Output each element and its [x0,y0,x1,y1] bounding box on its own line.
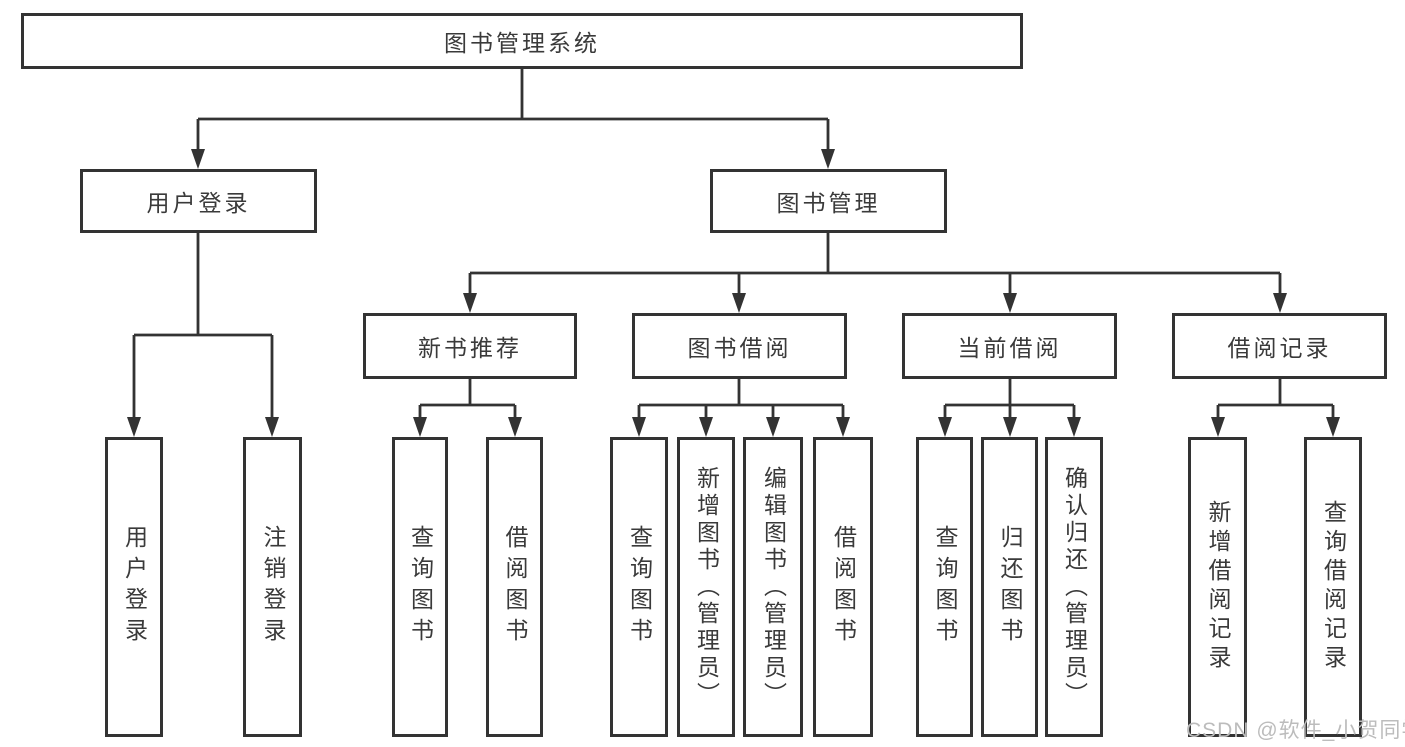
arrowheads [127,149,1340,437]
leaf-query-book-borrow: 查询图书 [610,437,668,737]
leaf-query-borrow-record: 查询借阅记录 [1304,437,1362,737]
leaf-add-book-admin: 新增图书（管理员） [677,437,735,737]
leaf-return-book: 归还图书 [981,437,1038,737]
leaf-add-borrow-record: 新增借阅记录 [1188,437,1247,737]
node-book-management: 图书管理 [710,169,947,233]
node-new-book-recommend: 新书推荐 [363,313,577,379]
leaf-user-login: 用户登录 [105,437,163,737]
node-book-borrow: 图书借阅 [632,313,847,379]
node-current-borrow: 当前借阅 [902,313,1117,379]
node-borrow-record: 借阅记录 [1172,313,1387,379]
leaf-edit-book-admin: 编辑图书（管理员） [743,437,803,737]
leaf-query-book-recommend: 查询图书 [392,437,448,737]
leaf-borrow-book-recommend: 借阅图书 [486,437,543,737]
leaf-confirm-return-admin: 确认归还（管理员） [1045,437,1103,737]
node-root-system: 图书管理系统 [21,13,1023,69]
node-user-login: 用户登录 [80,169,317,233]
leaf-logout: 注销登录 [243,437,302,737]
leaf-query-book-current: 查询图书 [916,437,973,737]
csdn-watermark: CSDN @软件_小贺同学 [1186,719,1405,742]
leaf-borrow-book: 借阅图书 [813,437,873,737]
